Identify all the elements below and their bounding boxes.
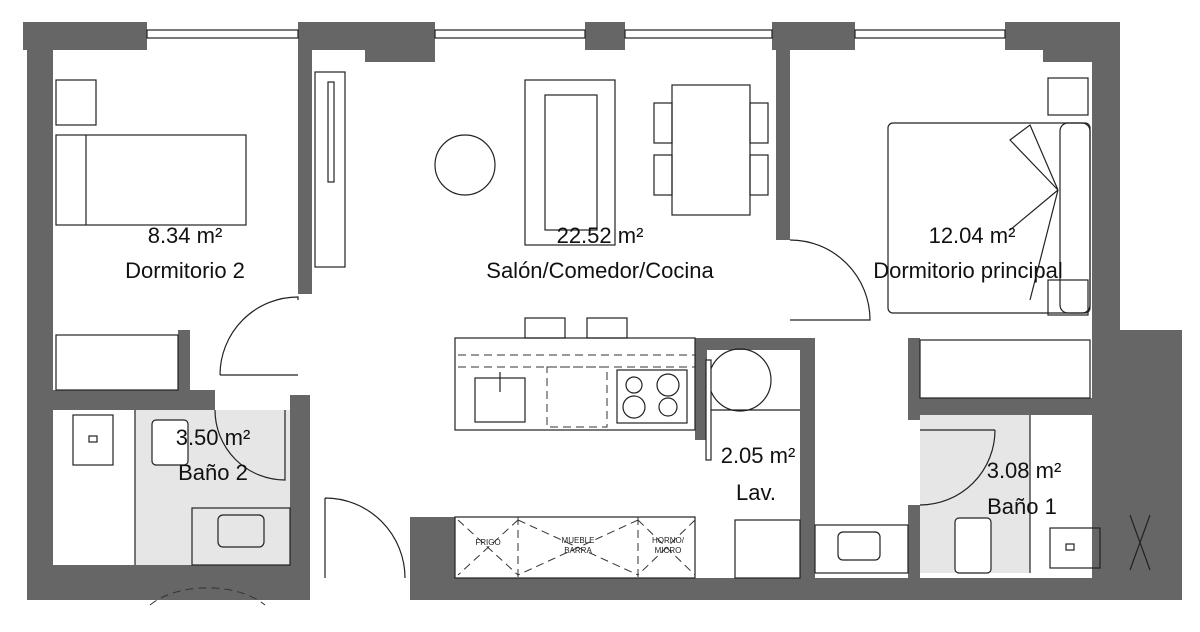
room-area: 3.08 m² xyxy=(987,458,1062,483)
bar-label-1: MUEBLE xyxy=(562,536,595,545)
shower-tray xyxy=(1049,527,1101,569)
door-swing xyxy=(789,239,871,321)
walls xyxy=(23,22,1182,600)
room-name: Baño 2 xyxy=(178,460,248,485)
sofa xyxy=(524,79,616,246)
nightstand xyxy=(55,79,97,126)
oven-label-1: HORNO/ xyxy=(652,536,685,545)
bath-sink xyxy=(814,524,909,574)
door-swing xyxy=(919,429,996,506)
room-area: 3.50 m² xyxy=(176,425,251,450)
room-area: 22.52 m² xyxy=(557,223,644,248)
windows xyxy=(146,29,1006,39)
toilet xyxy=(151,419,189,466)
bar-label-2: BARRA xyxy=(564,546,592,555)
door-swing xyxy=(214,409,286,481)
room-name: Salón/Comedor/Cocina xyxy=(486,258,714,283)
toilet xyxy=(954,517,992,574)
room-name: Lav. xyxy=(736,480,776,505)
entrance-door xyxy=(324,497,406,579)
shower-tray xyxy=(72,414,114,466)
vent-x xyxy=(1129,514,1151,571)
room-area: 12.04 m² xyxy=(929,223,1016,248)
fridge-label: FRIGO xyxy=(475,538,500,547)
room-name: Baño 1 xyxy=(987,494,1057,519)
nightstand xyxy=(1047,279,1089,316)
kitchen-island xyxy=(454,317,696,431)
wardrobe xyxy=(55,334,179,391)
wardrobe-salon xyxy=(314,71,346,268)
room-area: 8.34 m² xyxy=(148,223,223,248)
dining-table xyxy=(653,84,769,216)
door-swing xyxy=(219,296,299,376)
washing-machine xyxy=(708,348,772,412)
nightstand xyxy=(1047,77,1089,116)
room-name: Dormitorio principal xyxy=(873,258,1063,283)
room-area: 2.05 m² xyxy=(721,443,796,468)
room-name: Dormitorio 2 xyxy=(125,258,245,283)
single-bed xyxy=(55,134,247,226)
exterior-arc xyxy=(149,587,266,606)
double-bed xyxy=(887,122,1091,314)
oven-label-2: MICRO xyxy=(655,546,682,555)
wardrobe xyxy=(919,339,1091,399)
bath-sink xyxy=(191,507,291,566)
kitchen-units: FRIGO MUEBLE BARRA HORNO/ MICRO xyxy=(454,516,696,579)
round-table xyxy=(434,134,496,196)
